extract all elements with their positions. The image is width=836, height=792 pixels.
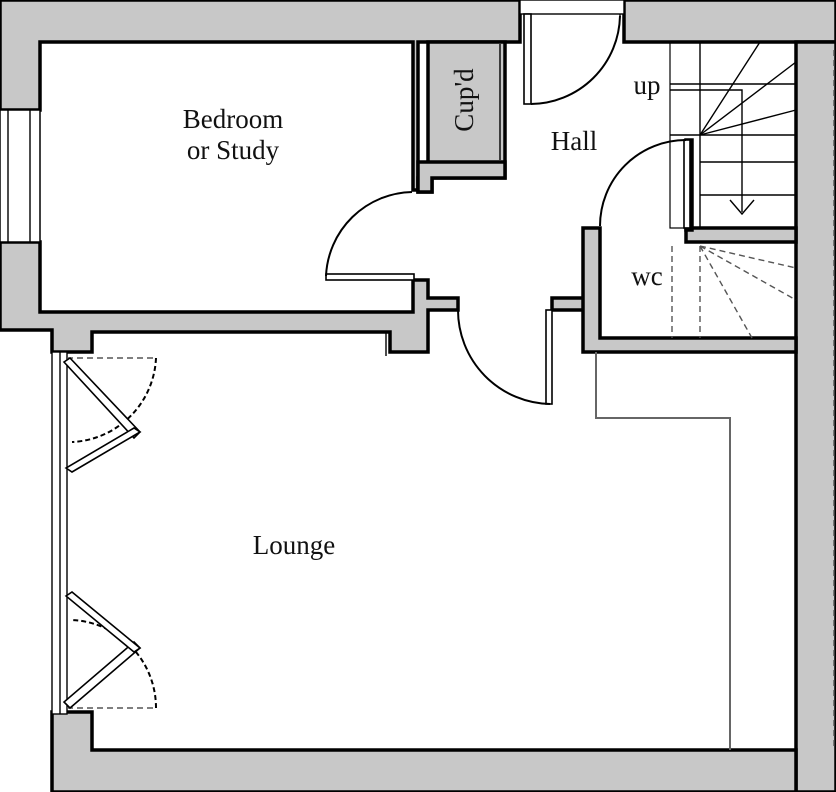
bedroom-door: [325, 191, 415, 281]
wc-label: wc: [631, 261, 662, 291]
bedroom-label-line1: Bedroom: [183, 104, 284, 134]
front-door: [519, 0, 625, 105]
lounge-french-doors: [51, 351, 158, 715]
cupboard-label: Cup'd: [449, 68, 479, 132]
staircase: [669, 41, 797, 339]
wall-wc-left: [550, 226, 798, 354]
wall-bottom: [50, 710, 798, 792]
bedroom-window: [0, 109, 41, 243]
stair-arrow: [670, 89, 743, 212]
lounge-label: Lounge: [253, 530, 335, 560]
lounge-door: [457, 309, 553, 405]
wall-top-right: [622, 0, 836, 44]
stairs-up-label: up: [634, 70, 661, 100]
wc-door: [599, 139, 691, 229]
hall-label: Hall: [551, 126, 598, 156]
wall-right-outer: [794, 40, 836, 792]
wall-cupboard-bottom: [416, 160, 507, 194]
lounge-recess-line: [595, 352, 731, 750]
bedroom-label-line2: or Study: [187, 135, 280, 165]
cupboard-door: [499, 44, 506, 160]
wall-wc: [684, 226, 798, 244]
wall-left-lower: [0, 240, 460, 354]
